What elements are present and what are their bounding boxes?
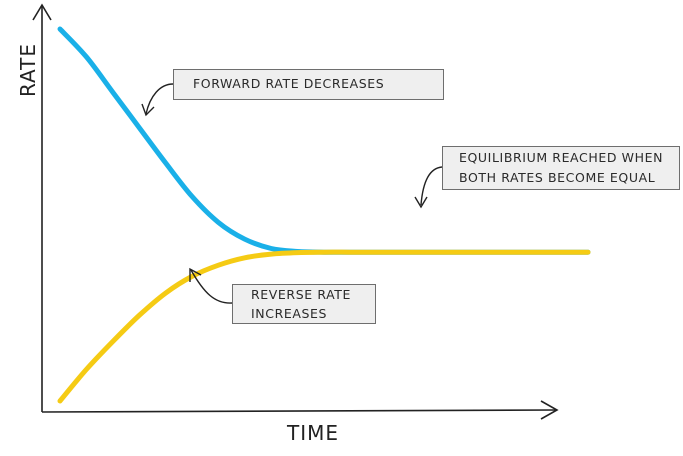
annotation-text: BOTH RATES BECOME EQUAL	[459, 170, 656, 185]
reverse-rate-line	[57, 249, 591, 404]
forward-rate-annotation: FORWARD RATE DECREASES	[173, 69, 444, 100]
annotation-text: REVERSE RATE	[251, 287, 352, 302]
x-axis-label: TIME	[287, 421, 340, 445]
equilibrium-annotation: EQUILIBRIUM REACHED WHEN BOTH RATES BECO…	[442, 146, 680, 190]
annotation-text: FORWARD RATE DECREASES	[193, 76, 385, 91]
x-axis	[41, 409, 557, 413]
reverse-rate-annotation: REVERSE RATE INCREASES	[232, 284, 376, 324]
y-axis-arrowhead	[32, 3, 52, 21]
y-axis-label: RATE	[16, 42, 40, 98]
annotation-text: EQUILIBRIUM REACHED WHEN	[459, 150, 664, 165]
x-axis-arrowhead	[540, 400, 559, 420]
annotation-text: INCREASES	[251, 306, 328, 321]
forward-rate-line	[57, 26, 591, 255]
